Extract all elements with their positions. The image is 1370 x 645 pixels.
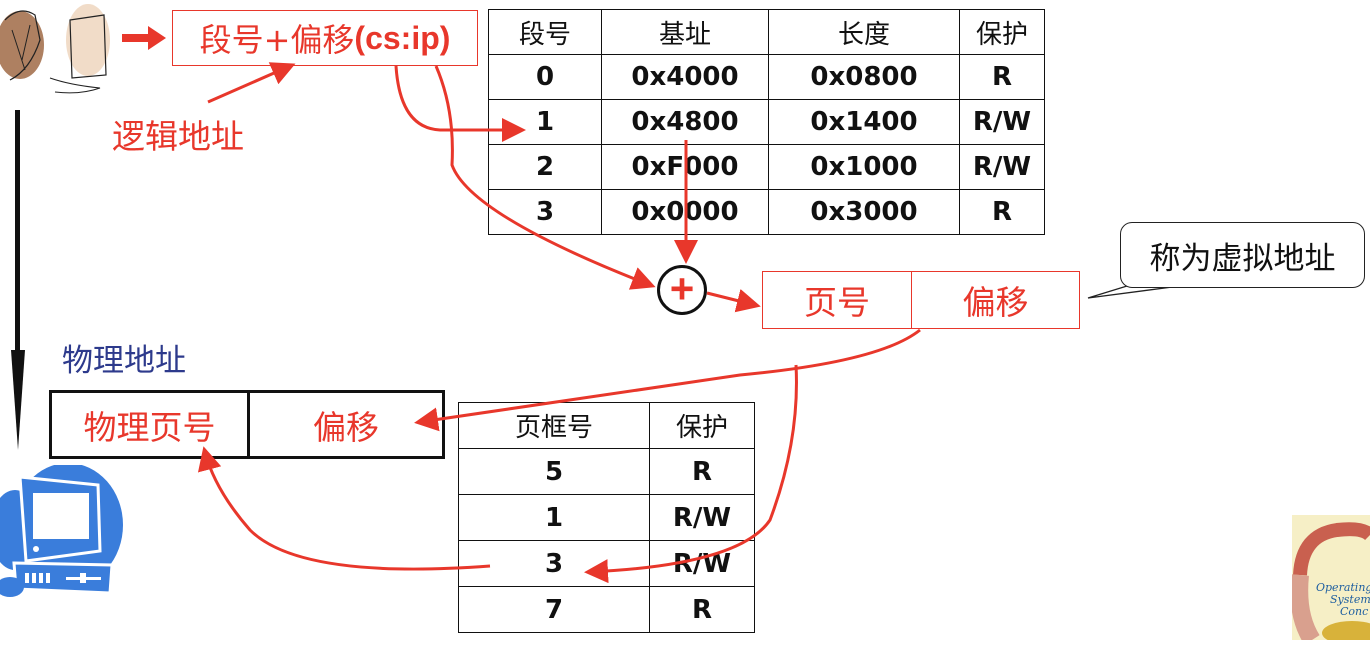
virtual-offset: 偏移	[962, 283, 1029, 322]
book-cover-icon: Operating System Conc	[1290, 515, 1370, 645]
header-protection: 保护	[959, 9, 1045, 55]
virtual-address-box: 页号 偏移	[762, 271, 1080, 329]
plus-symbol: +	[669, 264, 695, 312]
table-header-row: 段号 基址 长度 保护	[488, 9, 1045, 55]
cell-base: 0x0000	[601, 189, 769, 235]
cell-protection: R/W	[959, 144, 1045, 190]
cell-length: 0x1400	[768, 99, 960, 145]
logical-address-label: 逻辑地址	[112, 117, 244, 156]
user-at-computer-icon	[0, 4, 110, 94]
logical-address-box: 段号+偏移(cs:ip)	[172, 10, 478, 66]
table-header-row: 页框号 保护	[458, 402, 755, 449]
cell-protection: R	[649, 586, 755, 633]
desktop-computer-icon	[0, 465, 123, 597]
adder-icon: +	[657, 265, 707, 315]
header-length: 长度	[768, 9, 960, 55]
cell-protection: R	[959, 189, 1045, 235]
cell-segment: 3	[488, 189, 602, 235]
header-frame-no: 页框号	[458, 402, 650, 449]
cell-protection: R/W	[649, 494, 755, 541]
physical-offset: 偏移	[313, 407, 379, 447]
logical-address-text: 段号+偏移	[199, 21, 355, 59]
table-row: 3 0x0000 0x3000 R	[488, 189, 1045, 235]
table-row: 5 R	[458, 448, 755, 495]
svg-text:System: System	[1330, 593, 1370, 606]
page-table: 页框号 保护 5 R 1 R/W 3 R/W 7 R	[458, 402, 755, 633]
header-base: 基址	[601, 9, 769, 55]
cell-frame: 7	[458, 586, 650, 633]
cell-protection: R/W	[649, 540, 755, 587]
cell-frame: 3	[458, 540, 650, 587]
cell-frame: 5	[458, 448, 650, 495]
virtual-page-number: 页号	[763, 272, 912, 328]
table-row: 2 0xF000 0x1000 R/W	[488, 144, 1045, 190]
cell-base: 0xF000	[601, 144, 769, 190]
physical-address-box: 物理页号 偏移	[49, 390, 445, 459]
arrow-down-icon	[11, 110, 25, 450]
table-row: 1 R/W	[458, 494, 755, 541]
cell-length: 0x0800	[768, 54, 960, 100]
cell-frame: 1	[458, 494, 650, 541]
svg-text:Conc: Conc	[1340, 605, 1368, 618]
cell-base: 0x4800	[601, 99, 769, 145]
table-row: 7 R	[458, 586, 755, 633]
cell-segment: 2	[488, 144, 602, 190]
cell-base: 0x4000	[601, 54, 769, 100]
table-row: 3 R/W	[458, 540, 755, 587]
cell-protection: R	[649, 448, 755, 495]
cell-length: 0x3000	[768, 189, 960, 235]
physical-page-number: 物理页号	[52, 393, 250, 456]
header-segment-no: 段号	[488, 9, 602, 55]
arrow-right-icon	[122, 26, 166, 50]
table-row: 1 0x4800 0x1400 R/W	[488, 99, 1045, 145]
cell-protection: R	[959, 54, 1045, 100]
arrow-adder-to-virtual	[706, 288, 761, 313]
svg-text:Operating: Operating	[1316, 581, 1370, 594]
cell-length: 0x1000	[768, 144, 960, 190]
cell-protection: R/W	[959, 99, 1045, 145]
cell-segment: 0	[488, 54, 602, 100]
table-row: 0 0x4000 0x0800 R	[488, 54, 1045, 100]
segment-table: 段号 基址 长度 保护 0 0x4000 0x0800 R 1 0x4800 0…	[488, 9, 1045, 235]
arrow-label-to-logical	[207, 62, 296, 104]
logical-address-register: (cs:ip)	[354, 19, 451, 56]
virtual-address-callout: 称为虚拟地址	[1120, 222, 1365, 288]
physical-address-label: 物理地址	[62, 343, 186, 379]
cell-segment: 1	[488, 99, 602, 145]
header-protection: 保护	[649, 402, 755, 449]
arrow-frame-to-physical	[197, 446, 491, 571]
